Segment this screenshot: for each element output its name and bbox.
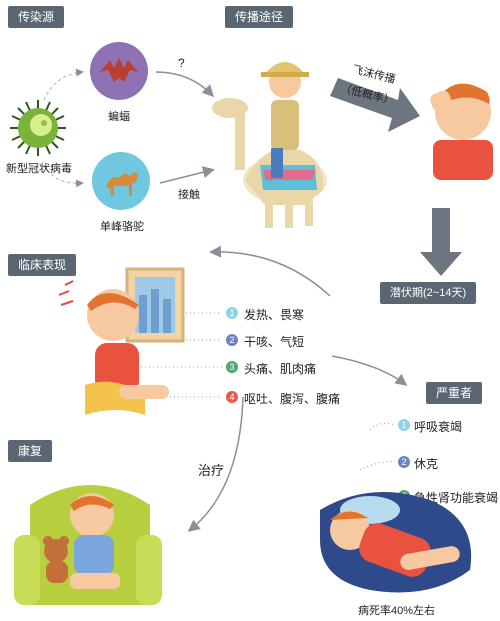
- symptom-3-badge: 3: [226, 361, 238, 373]
- severe-2-text: 休克: [414, 457, 439, 471]
- symptom-2-badge: 2: [226, 334, 238, 346]
- bat-icon: [100, 58, 138, 82]
- question-mark: ?: [178, 56, 185, 70]
- camel-circle: [92, 152, 150, 210]
- treatment-label: 治疗: [198, 463, 225, 478]
- bat-circle: [90, 42, 148, 100]
- transmission-tag: 传播途径: [225, 6, 294, 28]
- symptom-4-text: 呕吐、腹泻、腹痛: [244, 392, 341, 406]
- symptom-1-text: 发热、畏寒: [244, 308, 305, 322]
- symptom-2-text: 干咳、气短: [244, 335, 305, 349]
- camel-label: 单峰骆驼: [100, 221, 144, 233]
- camel-rider-illustration: [212, 62, 327, 228]
- severe-3-text: 急性肾功能衰竭: [414, 491, 499, 505]
- mortality-label: 病死率40%左右: [358, 605, 436, 617]
- severe-1-badge: 1: [398, 419, 410, 431]
- bat-label: 蝙蝠: [108, 111, 130, 123]
- severe-patient-illustration: [320, 492, 472, 593]
- symptom-4-badge: 4: [226, 391, 238, 403]
- virus-icon: [10, 100, 66, 156]
- virus-label: 新型冠状病毒: [6, 163, 72, 175]
- recovery-tag: 康复: [8, 440, 53, 462]
- recovered-child-illustration: [14, 485, 162, 605]
- symptom-3-text: 头痛、肌肉痛: [244, 362, 317, 376]
- sick-person-illustration: [430, 83, 493, 180]
- clinical-tag: 临床表现: [8, 254, 77, 276]
- severe-tag: 严重者: [426, 382, 483, 404]
- source-tag: 传染源: [8, 6, 65, 28]
- contact-label: 接触: [178, 189, 200, 201]
- severe-1-text: 呼吸衰竭: [414, 420, 463, 434]
- severe-2-badge: 2: [398, 456, 410, 468]
- sick-child-illustration: [58, 267, 185, 415]
- incubation-tag: 潜伏期(2~14天): [380, 282, 477, 304]
- camel-icon: [106, 172, 138, 196]
- symptom-1-badge: 1: [226, 307, 238, 319]
